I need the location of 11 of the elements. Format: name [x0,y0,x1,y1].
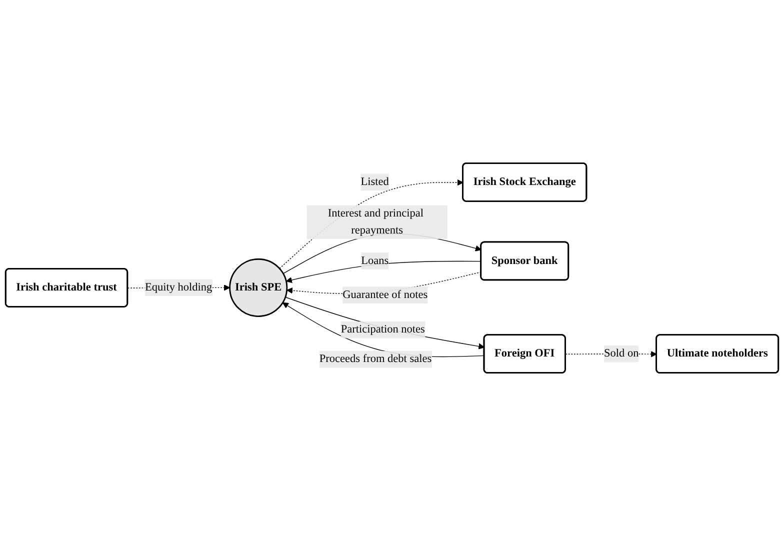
edge-label: Guarantee of notes [342,288,428,301]
edge-label: Interest and principal repayments [328,207,424,236]
edge-label: Loans [361,254,389,267]
edge-label: Listed [360,176,389,188]
node-circle: Irish SPE [229,258,288,317]
arrow [284,296,485,350]
edge-label: Proceeds from debt sales [319,353,432,366]
edge-label: Equity holding [144,281,212,294]
arrow [282,302,485,358]
edge-label: Sold on [604,347,639,360]
edge-label: Participation notes [340,324,425,336]
